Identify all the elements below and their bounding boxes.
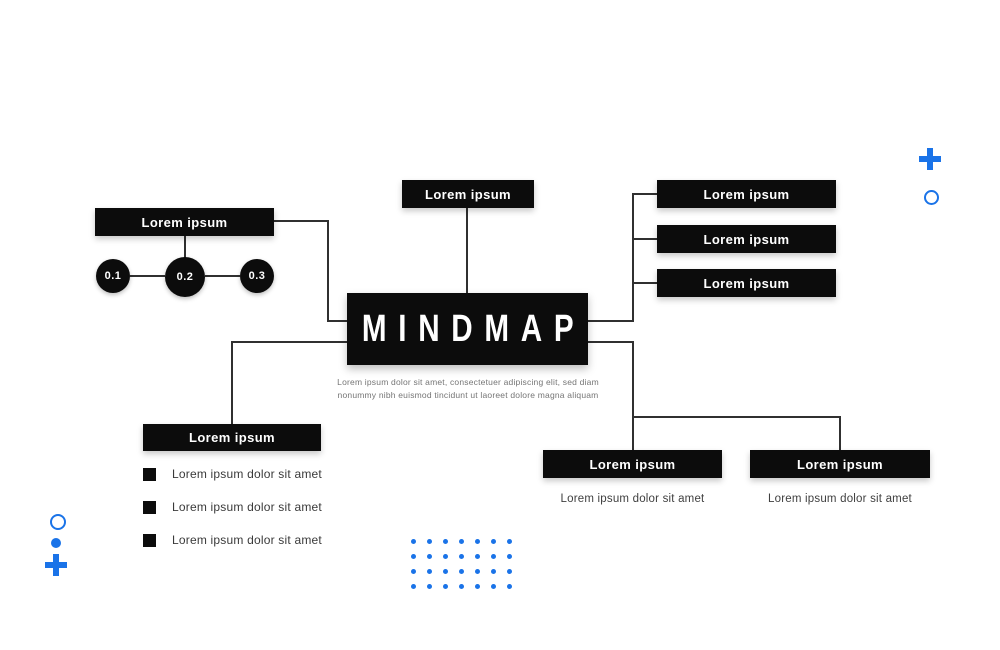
node-left-label: Lorem ipsum — [141, 214, 228, 230]
blue-dot-icon — [411, 584, 416, 589]
center-subtitle-line2: nonummy nibh euismod tincidunt ut laoree… — [337, 390, 599, 401]
blue-dot-icon — [475, 554, 480, 559]
node-top: Lorem ipsum — [402, 180, 534, 208]
node-bottom-right: Lorem ipsum — [750, 450, 930, 478]
connector-right-top-v — [632, 193, 634, 322]
blue-dot-icon — [491, 554, 496, 559]
blue-dot-icon — [459, 554, 464, 559]
node-bottom-center-label: Lorem ipsum — [589, 456, 676, 472]
blue-dot-icon — [459, 584, 464, 589]
blue-dot-icon — [411, 554, 416, 559]
blue-dot-icon — [475, 569, 480, 574]
connector-left-box-h — [274, 220, 329, 222]
connector-right-stub-1 — [632, 193, 657, 195]
connector-leftbox-circle — [184, 236, 186, 259]
blue-dot-icon — [427, 554, 432, 559]
blue-dot-icon — [475, 539, 480, 544]
blue-dot-icon — [443, 539, 448, 544]
connector-left-box-h2 — [327, 320, 347, 322]
connector-bottom-center-v — [632, 341, 634, 450]
blue-dot-icon — [491, 584, 496, 589]
list-item-text: Lorem ipsum dolor sit amet — [172, 467, 322, 481]
dot-grid — [411, 539, 523, 599]
blue-dot-icon — [459, 539, 464, 544]
blue-dot-icon — [411, 569, 416, 574]
node-right-3: Lorem ipsum — [657, 269, 836, 297]
center-subtitle-line1: Lorem ipsum dolor sit amet, consectetuer… — [337, 377, 599, 387]
connector-circle-2-3 — [205, 275, 240, 277]
node-right-2-label: Lorem ipsum — [703, 231, 790, 247]
blue-dot-icon — [427, 584, 432, 589]
dot-icon — [51, 538, 61, 548]
node-bottom-center-caption: Lorem ipsum dolor sit amet — [560, 493, 705, 505]
node-right-1: Lorem ipsum — [657, 180, 836, 208]
blue-dot-icon — [443, 584, 448, 589]
blue-dot-icon — [491, 539, 496, 544]
list-item: Lorem ipsum dolor sit amet — [143, 500, 322, 514]
connector-right-stub-3 — [632, 282, 657, 284]
node-left: Lorem ipsum — [95, 208, 274, 236]
circle-0-3-value: 0.3 — [248, 270, 266, 282]
plus-icon — [45, 554, 67, 576]
circle-0-2: 0.2 — [165, 257, 205, 297]
center-subtitle: Lorem ipsum dolor sit amet, consectetuer… — [318, 376, 618, 402]
connector-circle-1-2 — [130, 275, 165, 277]
list-item-text: Lorem ipsum dolor sit amet — [172, 500, 322, 514]
connector-bottom-left-h — [231, 341, 347, 343]
node-bottom-center: Lorem ipsum — [543, 450, 722, 478]
plus-icon — [919, 148, 941, 170]
node-bottom-left-label: Lorem ipsum — [188, 430, 276, 445]
circle-outline-icon — [50, 514, 66, 530]
list-item: Lorem ipsum dolor sit amet — [143, 467, 322, 481]
circle-0-1: 0.1 — [96, 259, 130, 293]
square-bullet-icon — [143, 533, 156, 547]
square-bullet-icon — [143, 500, 156, 514]
center-node-title: MINDMAP — [361, 307, 586, 350]
circle-outline-icon — [924, 190, 939, 205]
blue-dot-icon — [507, 539, 512, 544]
node-bottom-right-label: Lorem ipsum — [796, 456, 884, 472]
connector-left-box-v — [327, 220, 329, 322]
connector-bottom-right-v — [839, 416, 841, 450]
node-bottom-left: Lorem ipsum — [143, 424, 321, 451]
blue-dot-icon — [427, 539, 432, 544]
circle-0-3: 0.3 — [240, 259, 274, 293]
square-bullet-icon — [143, 467, 156, 481]
node-right-1-label: Lorem ipsum — [703, 186, 790, 202]
blue-dot-icon — [507, 584, 512, 589]
connector-bottom-right-h1 — [588, 341, 634, 343]
center-node: MINDMAP — [347, 293, 588, 365]
blue-dot-icon — [459, 569, 464, 574]
node-top-label: Lorem ipsum — [424, 186, 512, 202]
blue-dot-icon — [491, 569, 496, 574]
list-item-text: Lorem ipsum dolor sit amet — [172, 533, 322, 547]
connector-top-box — [466, 208, 468, 293]
list-item: Lorem ipsum dolor sit amet — [143, 533, 322, 547]
circle-0-2-value: 0.2 — [176, 271, 194, 283]
node-bottom-right-caption: Lorem ipsum dolor sit amet — [768, 493, 912, 505]
blue-dot-icon — [443, 554, 448, 559]
connector-right-top-h — [588, 320, 634, 322]
blue-dot-icon — [507, 554, 512, 559]
connector-bottom-left-v — [231, 341, 233, 424]
blue-dot-icon — [475, 584, 480, 589]
node-right-3-label: Lorem ipsum — [703, 275, 790, 291]
connector-bottom-right-h2 — [632, 416, 841, 418]
node-right-2: Lorem ipsum — [657, 225, 836, 253]
blue-dot-icon — [443, 569, 448, 574]
blue-dot-icon — [427, 569, 432, 574]
blue-dot-icon — [507, 569, 512, 574]
connector-right-stub-2 — [632, 238, 657, 240]
circle-0-1-value: 0.1 — [104, 270, 122, 282]
blue-dot-icon — [411, 539, 416, 544]
